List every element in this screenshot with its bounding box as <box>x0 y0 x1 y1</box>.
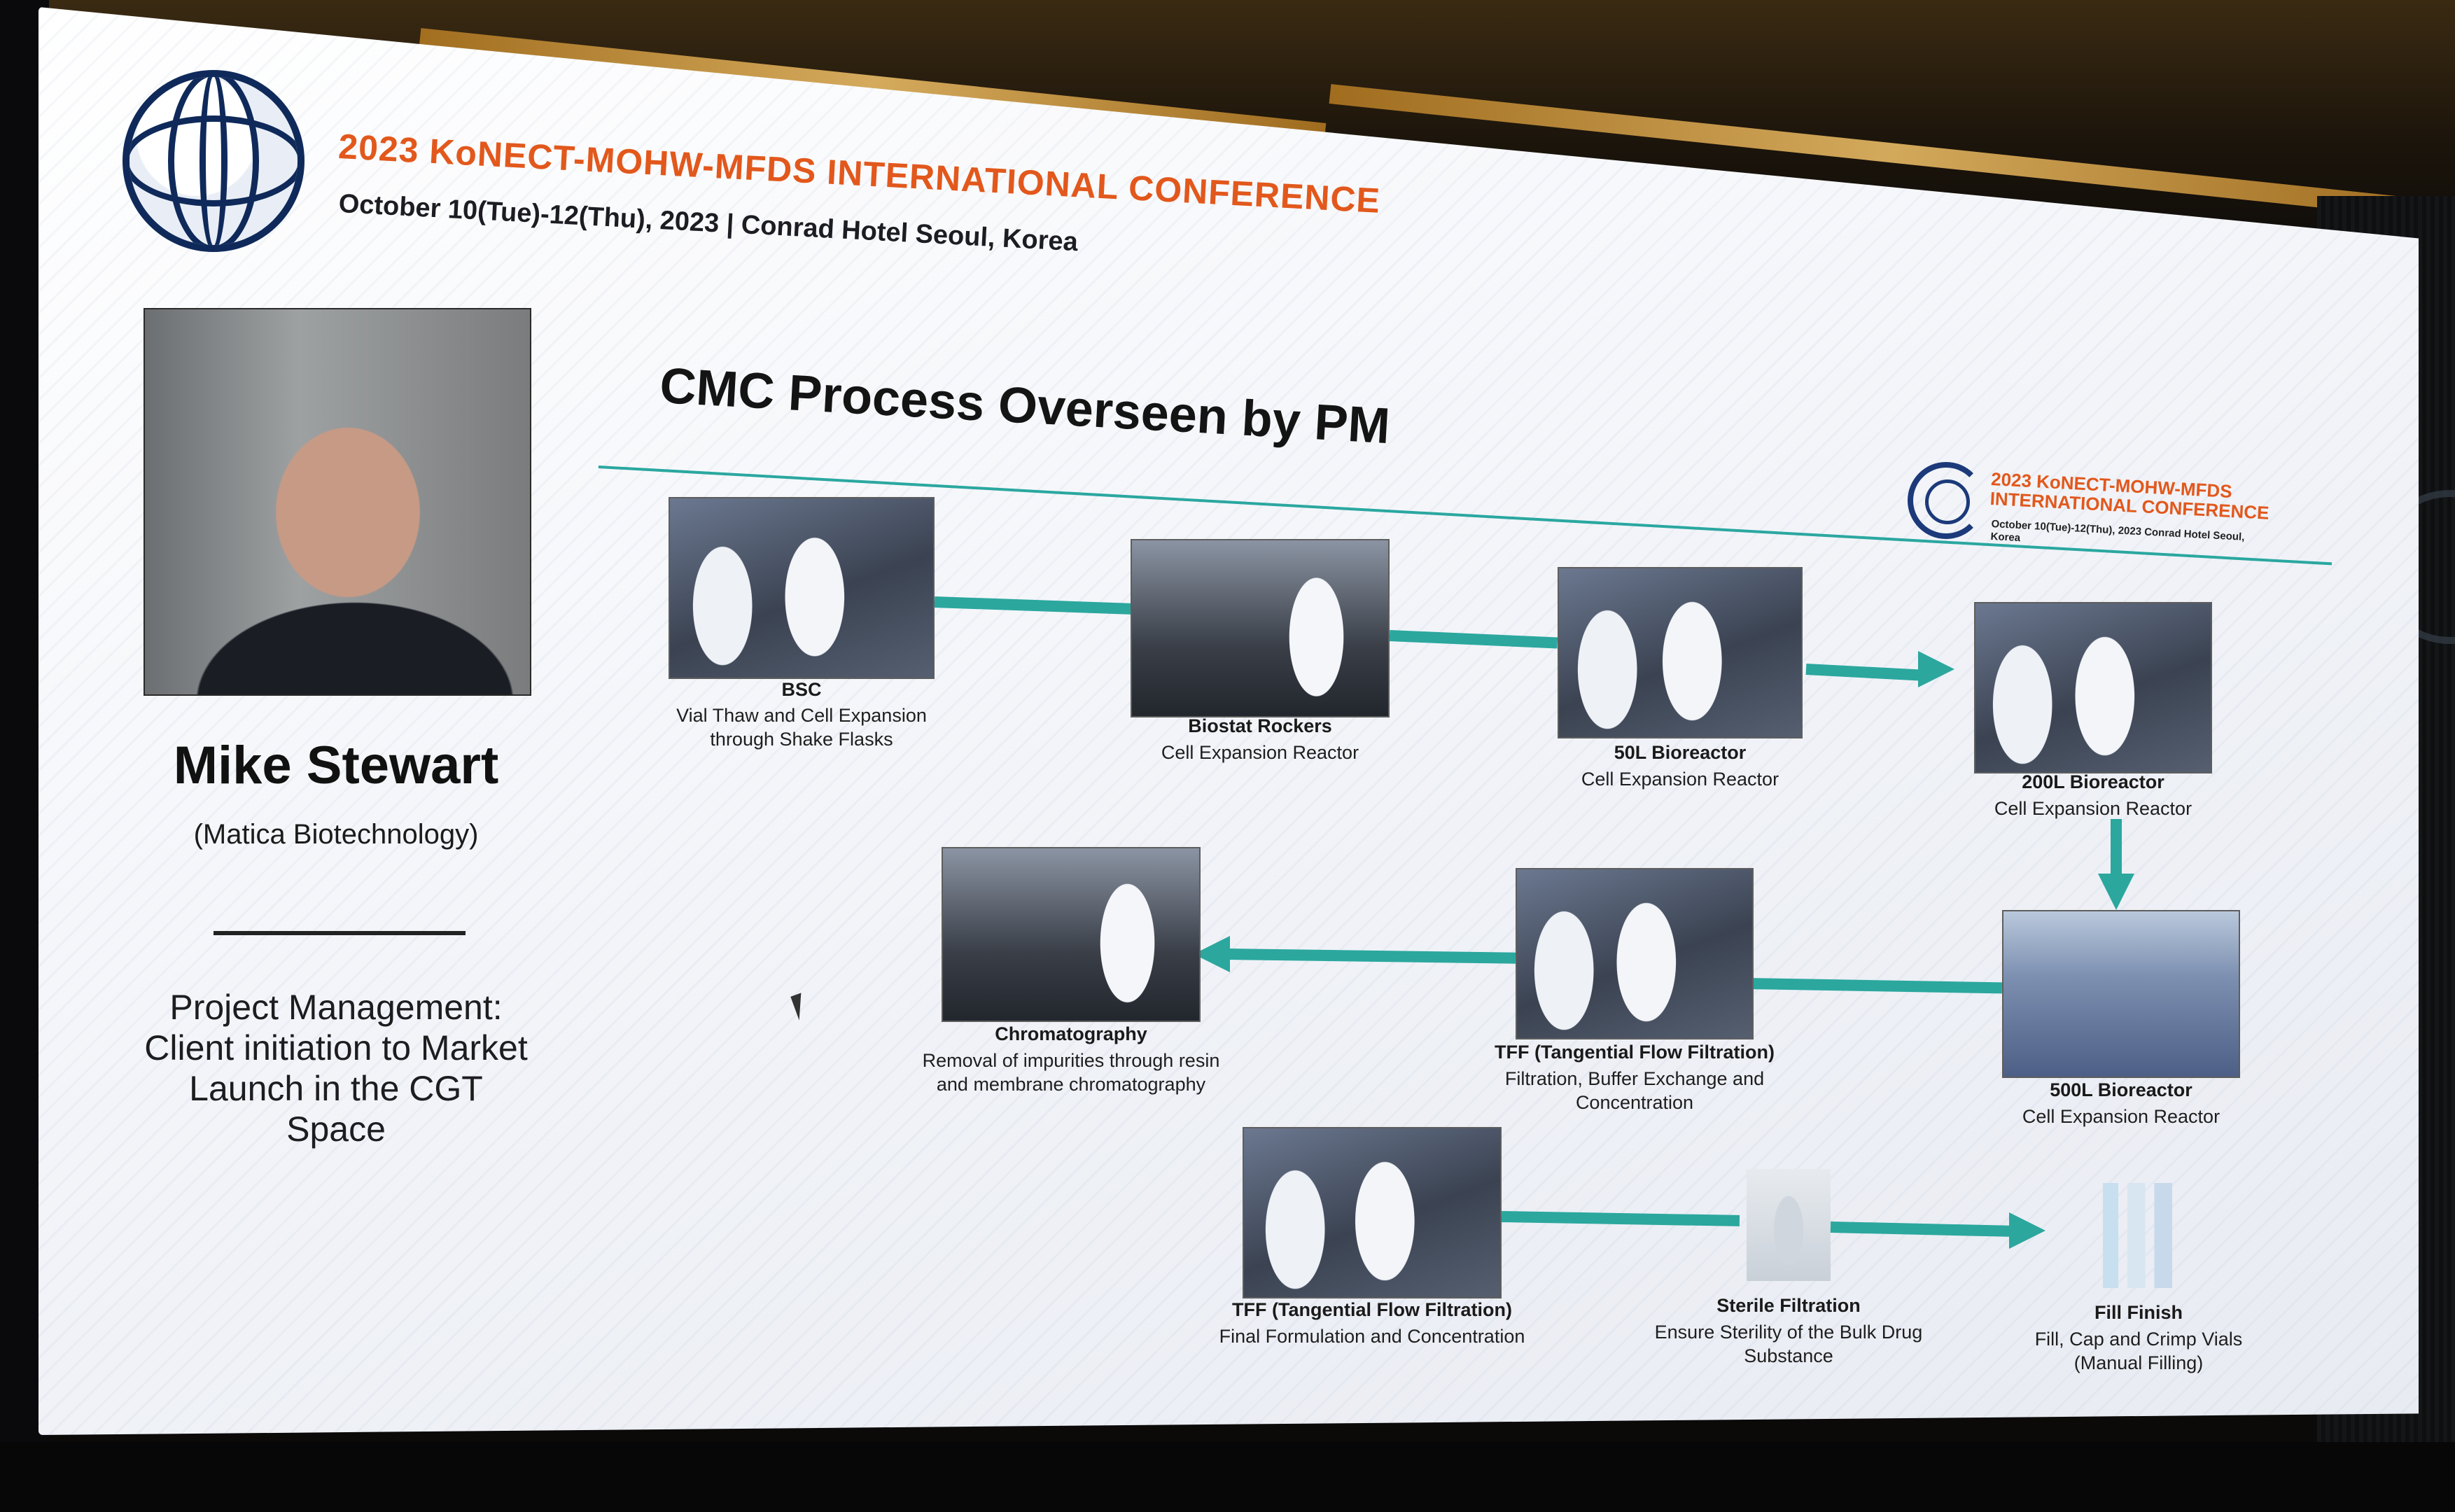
mini-logo-title: 2023 KoNECT-MOHW-MFDS INTERNATIONAL CONF… <box>1989 468 2270 524</box>
flow-arrow <box>1228 948 1516 964</box>
step-photo-bsc <box>669 497 935 679</box>
step-name: 500L Bioreactor <box>2050 1079 2192 1100</box>
globe-meridian <box>200 77 228 245</box>
talk-title: Project Management: Client initiation to… <box>144 988 528 1149</box>
step-name: Biostat Rockers <box>1188 715 1332 736</box>
flow-arrow <box>1746 978 2003 994</box>
step-description: Vial Thaw and Cell Expansion through Sha… <box>676 705 927 750</box>
arrow-right-icon <box>2009 1212 2045 1249</box>
step-photo-50l-bioreactor <box>1558 567 1803 738</box>
speaker-organization: (Matica Biotechnology) <box>193 819 479 850</box>
step-description: Filtration, Buffer Exchange and Concentr… <box>1504 1068 1765 1113</box>
mouse-cursor-icon <box>790 993 810 1021</box>
step-photo-tff-1 <box>1516 868 1754 1040</box>
step-description: Cell Expansion Reactor <box>1581 769 1779 790</box>
step-description: Cell Expansion Reactor <box>2022 1106 2220 1127</box>
step-description: Final Formulation and Concentration <box>1219 1326 1525 1347</box>
step-description: Ensure Sterility of the Bulk Drug Substa… <box>1654 1322 1923 1366</box>
slide-title: CMC Process Overseen by PM <box>658 357 1392 455</box>
step-name: Chromatography <box>995 1023 1147 1044</box>
step-description: Fill, Cap and Crimp Vials (Manual Fillin… <box>2034 1329 2243 1373</box>
flow-arrow <box>2111 819 2122 875</box>
step-photo-500l-bioreactor <box>2002 910 2240 1078</box>
step-name: Sterile Filtration <box>1716 1295 1861 1316</box>
step-photo-sterile-filter <box>1747 1169 1831 1281</box>
divider <box>214 931 466 935</box>
mini-globe-icon <box>1925 479 1970 524</box>
step-description: Cell Expansion Reactor <box>1161 742 1359 763</box>
speaker-name: Mike Stewart <box>173 736 499 795</box>
step-description: Cell Expansion Reactor <box>1994 798 2192 819</box>
step-name: 50L Bioreactor <box>1614 742 1747 763</box>
step-photo-vials <box>2083 1183 2195 1288</box>
step-name: TFF (Tangential Flow Filtration) <box>1495 1042 1775 1063</box>
step-photo-chromatography <box>942 847 1201 1022</box>
flow-arrow <box>1805 664 1926 681</box>
step-photo-tff-2 <box>1243 1127 1502 1298</box>
step-photo-200l-bioreactor <box>1974 602 2212 774</box>
step-name: 200L Bioreactor <box>2022 771 2164 792</box>
flow-arrow <box>1389 630 1558 649</box>
step-description: Removal of impurities through resin and … <box>922 1050 1220 1095</box>
flow-arrow <box>1830 1222 2013 1237</box>
conference-globe-logo <box>123 70 305 252</box>
step-name: Fill Finish <box>2094 1302 2183 1323</box>
speaker-video-feed <box>144 308 531 696</box>
arrow-right-icon <box>1918 651 1954 687</box>
arrow-down-icon <box>2098 874 2134 910</box>
mini-conference-logo-icon <box>1908 462 1985 539</box>
step-photo-biostat-rockers <box>1131 539 1390 718</box>
stage-floor <box>0 1442 2455 1512</box>
projected-slide: 2023 KoNECT-MOHW-MFDS INTERNATIONAL CONF… <box>39 7 2419 1435</box>
step-name: TFF (Tangential Flow Filtration) <box>1232 1299 1512 1320</box>
flow-arrow <box>1501 1211 1740 1226</box>
step-name: BSC <box>781 679 822 700</box>
